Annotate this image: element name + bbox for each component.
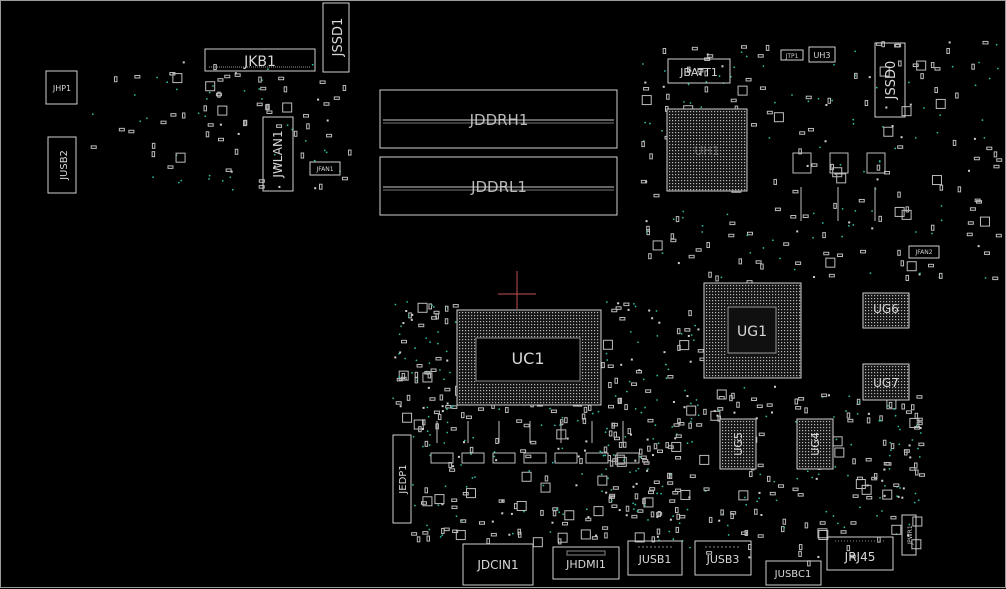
connector-jssd1[interactable]: JSSD1 bbox=[322, 2, 350, 73]
connector-jpwr1[interactable]: JPWR1 bbox=[901, 514, 917, 556]
connector-jusbc1[interactable]: JUSBC1 bbox=[765, 560, 822, 586]
label-jusbc1: JUSBC1 bbox=[774, 569, 812, 580]
uc1-ball-grid bbox=[459, 312, 599, 404]
label-jtp1: JTP1 bbox=[785, 53, 799, 60]
connector-jwlan1[interactable]: JWLAN1 bbox=[262, 116, 294, 192]
uh1-ball-grid bbox=[669, 111, 746, 191]
label-jedp1: JEDP1 bbox=[398, 464, 409, 494]
label-jpwr1: JPWR1 bbox=[907, 525, 914, 545]
connector-jusb2[interactable]: JUSB2 bbox=[47, 136, 77, 194]
label-jddrh1: JDDRH1 bbox=[469, 111, 529, 129]
label-uc1: UC1 bbox=[511, 349, 544, 368]
connector-jfan2[interactable]: JFAN2 bbox=[908, 245, 940, 259]
label-ug6: UG6 bbox=[873, 302, 899, 316]
connector-jtp1[interactable]: JTP1 bbox=[780, 49, 804, 61]
connector-jkb1[interactable]: JKB1 bbox=[204, 48, 316, 72]
label-jusb1: JUSB1 bbox=[638, 553, 672, 566]
connector-jedp1[interactable]: JEDP1 bbox=[392, 434, 412, 524]
chip-ug5[interactable]: UG5 bbox=[719, 418, 757, 470]
label-jdcin1: JDCIN1 bbox=[476, 558, 518, 572]
label-ug1: UG1 bbox=[737, 324, 767, 340]
connector-jfan1[interactable]: JFAN1 bbox=[309, 161, 341, 176]
label-jssd1: JSSD1 bbox=[331, 18, 346, 58]
label-ug5: UG5 bbox=[732, 432, 745, 456]
label-jbatt1: JBATT1 bbox=[679, 66, 718, 79]
connector-jhdmi1[interactable]: JHDMI1 bbox=[552, 546, 620, 580]
ug6-ball-grid bbox=[865, 295, 909, 327]
label-jfan1: JFAN1 bbox=[315, 166, 333, 173]
label-uh1: UH1 bbox=[694, 144, 719, 158]
connector-jhp1[interactable]: JHP1 bbox=[45, 70, 78, 105]
chip-ug7[interactable]: UG7 bbox=[862, 363, 910, 401]
connector-jbatt1[interactable]: JBATT1 bbox=[667, 58, 731, 84]
label-jhp1: JHP1 bbox=[52, 84, 71, 93]
label-jusb2: JUSB2 bbox=[59, 150, 70, 181]
chip-ug1[interactable]: UG1 bbox=[703, 282, 802, 379]
ug7-ball-grid bbox=[865, 366, 909, 398]
chip-uc1[interactable]: UC1 bbox=[456, 271, 602, 406]
label-ug4: UG4 bbox=[809, 432, 822, 456]
ug5-ball-grid bbox=[722, 421, 754, 468]
label-ug7: UG7 bbox=[873, 376, 899, 390]
label-jddrl1: JDDRL1 bbox=[470, 178, 527, 196]
label-jkb1: JKB1 bbox=[243, 54, 276, 70]
connector-jusb1[interactable]: JUSB1 bbox=[627, 540, 683, 576]
chip-ug6[interactable]: UG6 bbox=[862, 292, 910, 329]
label-jssd0: JSSD0 bbox=[884, 61, 899, 101]
chip-uh1[interactable]: UH1 bbox=[666, 108, 748, 192]
label-jwlan1: JWLAN1 bbox=[271, 130, 285, 178]
connector-jrj45[interactable]: JRJ45 bbox=[826, 536, 894, 571]
label-jusb3: JUSB3 bbox=[706, 553, 740, 566]
label-uh3: UH3 bbox=[814, 51, 831, 60]
chip-ug4[interactable]: UG4 bbox=[796, 418, 834, 470]
connector-jdcin1[interactable]: JDCIN1 bbox=[462, 543, 534, 586]
ug4-ball-grid bbox=[799, 421, 831, 468]
label-jrj45: JRJ45 bbox=[844, 550, 876, 564]
label-jfan2: JFAN2 bbox=[914, 249, 932, 256]
chip-uh3[interactable]: UH3 bbox=[808, 46, 836, 63]
ug1-ball-grid bbox=[706, 285, 801, 377]
connector-jddrl1[interactable]: JDDRL1 bbox=[379, 156, 618, 216]
connector-jddrh1[interactable]: JDDRH1 bbox=[379, 89, 618, 149]
connector-jusb3[interactable]: JUSB3 bbox=[694, 540, 752, 576]
connector-jssd0[interactable]: JSSD0 bbox=[874, 42, 906, 118]
label-jhdmi1: JHDMI1 bbox=[565, 558, 606, 571]
